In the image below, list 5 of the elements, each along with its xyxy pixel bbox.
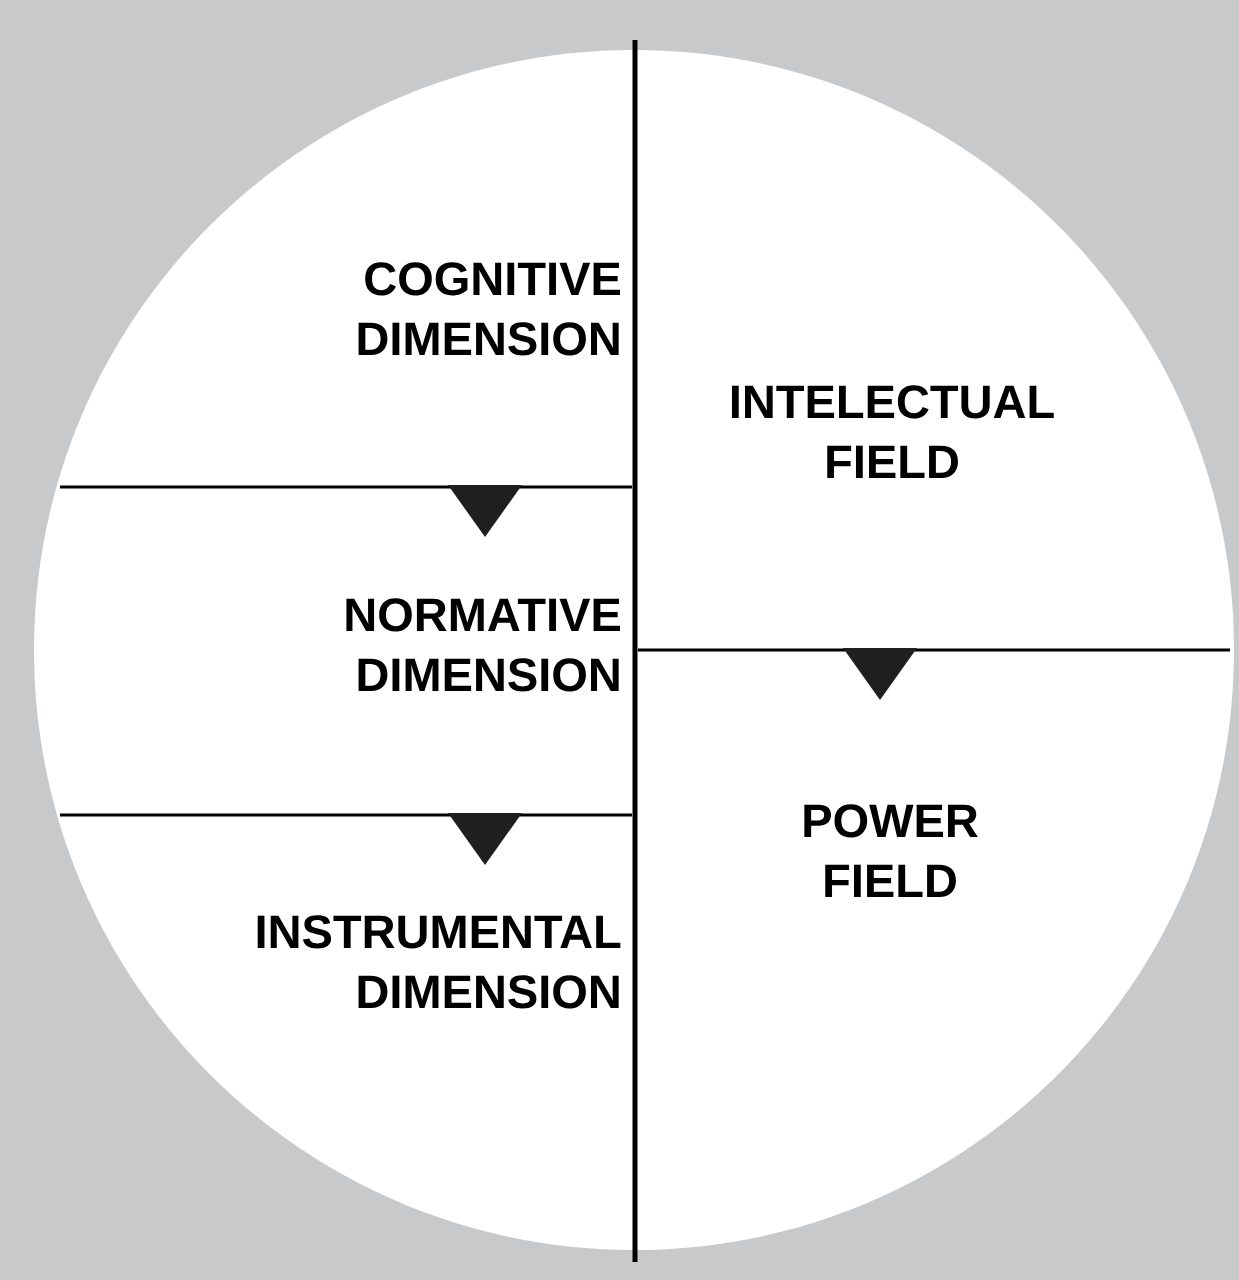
dimension-label: COGNITIVE DIMENSION (358, 262, 620, 356)
dimension-label: INTELECTUAL FIELD (731, 385, 1054, 479)
dimension-label: NORMATIVE DIMENSION (346, 598, 620, 692)
dimension-label: INSTRUMENTAL DIMENSION (257, 915, 621, 1009)
dimension-label: POWER FIELD (804, 804, 978, 898)
